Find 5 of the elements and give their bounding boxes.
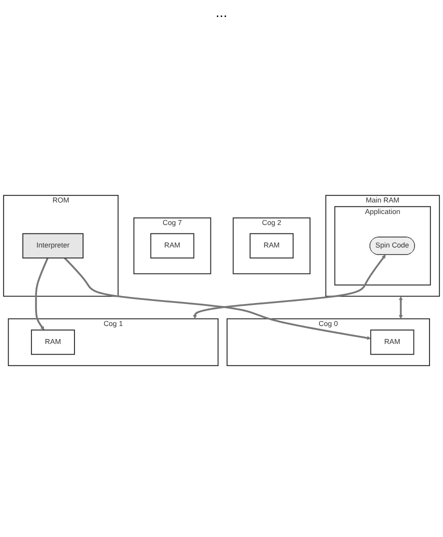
- ellipsis-note: ...: [216, 4, 228, 20]
- arrow: [35, 258, 48, 330]
- arrow: [192, 254, 386, 319]
- arrow: [398, 296, 403, 319]
- arrow: [64, 257, 371, 340]
